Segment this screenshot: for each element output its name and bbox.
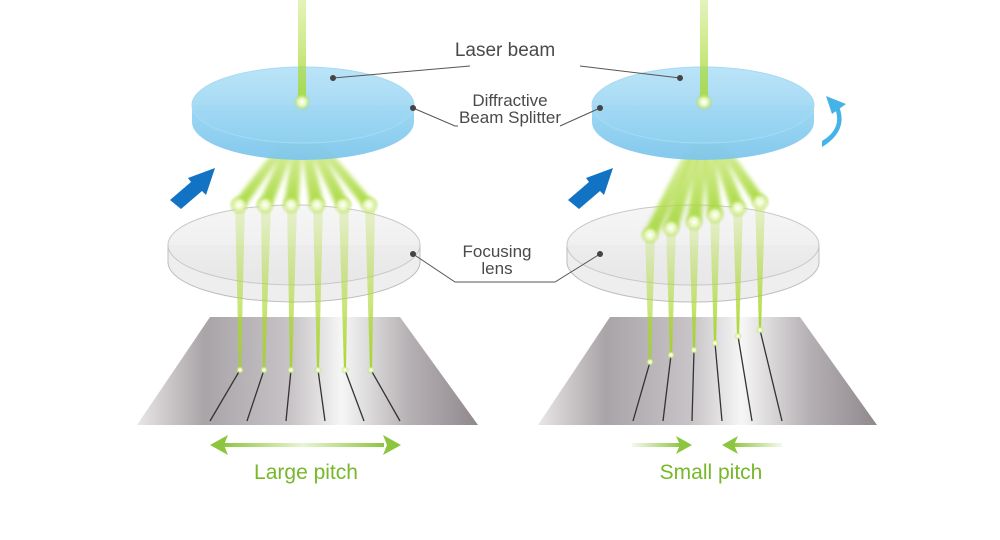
input-laser-beam	[298, 0, 306, 102]
focused-beams	[235, 205, 375, 370]
scribe-lines	[632, 329, 783, 422]
label-diffractive-beam-splitter: Diffractive Beam Splitter	[445, 92, 575, 126]
blue-diagonal-arrow-icon	[170, 168, 215, 209]
label-large-pitch: Large pitch	[254, 461, 358, 484]
callout-dots	[330, 75, 683, 257]
beam-entry-spots	[640, 192, 770, 245]
workpiece-plate	[538, 317, 877, 425]
callout-laser-beam-left	[332, 65, 471, 79]
label-laser-beam: Laser beam	[454, 40, 556, 61]
label-focusing-lens: Focusing lens	[447, 243, 547, 277]
label-small-pitch: Small pitch	[659, 461, 763, 484]
workpiece-plate	[137, 317, 478, 425]
focus-spots	[646, 326, 764, 366]
diffractive-beam-splitter	[191, 66, 415, 160]
double-arrow-outward-icon	[210, 435, 401, 455]
callout-laser-beam-right	[579, 65, 681, 79]
label-dbs-line1: Diffractive	[472, 91, 548, 110]
callout-splitter-left	[412, 107, 458, 127]
label-focus-line2: lens	[481, 259, 513, 278]
callout-splitter-right	[559, 107, 601, 127]
input-laser-beam	[700, 0, 708, 102]
panel-small-pitch	[538, 0, 877, 454]
focus-spots	[236, 366, 375, 374]
callout-lines	[332, 65, 681, 283]
label-focus-line1: Focusing	[462, 242, 532, 261]
callout-lens-left	[412, 253, 601, 283]
beam-entry-spots	[229, 195, 379, 215]
blue-diagonal-arrow-icon	[568, 168, 613, 209]
label-dbs-line2: Beam Splitter	[458, 108, 562, 127]
converging-arrows-icon	[632, 436, 782, 454]
rotate-arrow-icon	[822, 96, 846, 147]
scribe-lines	[209, 369, 401, 422]
panel-large-pitch	[137, 0, 478, 455]
focused-beams	[645, 202, 765, 362]
